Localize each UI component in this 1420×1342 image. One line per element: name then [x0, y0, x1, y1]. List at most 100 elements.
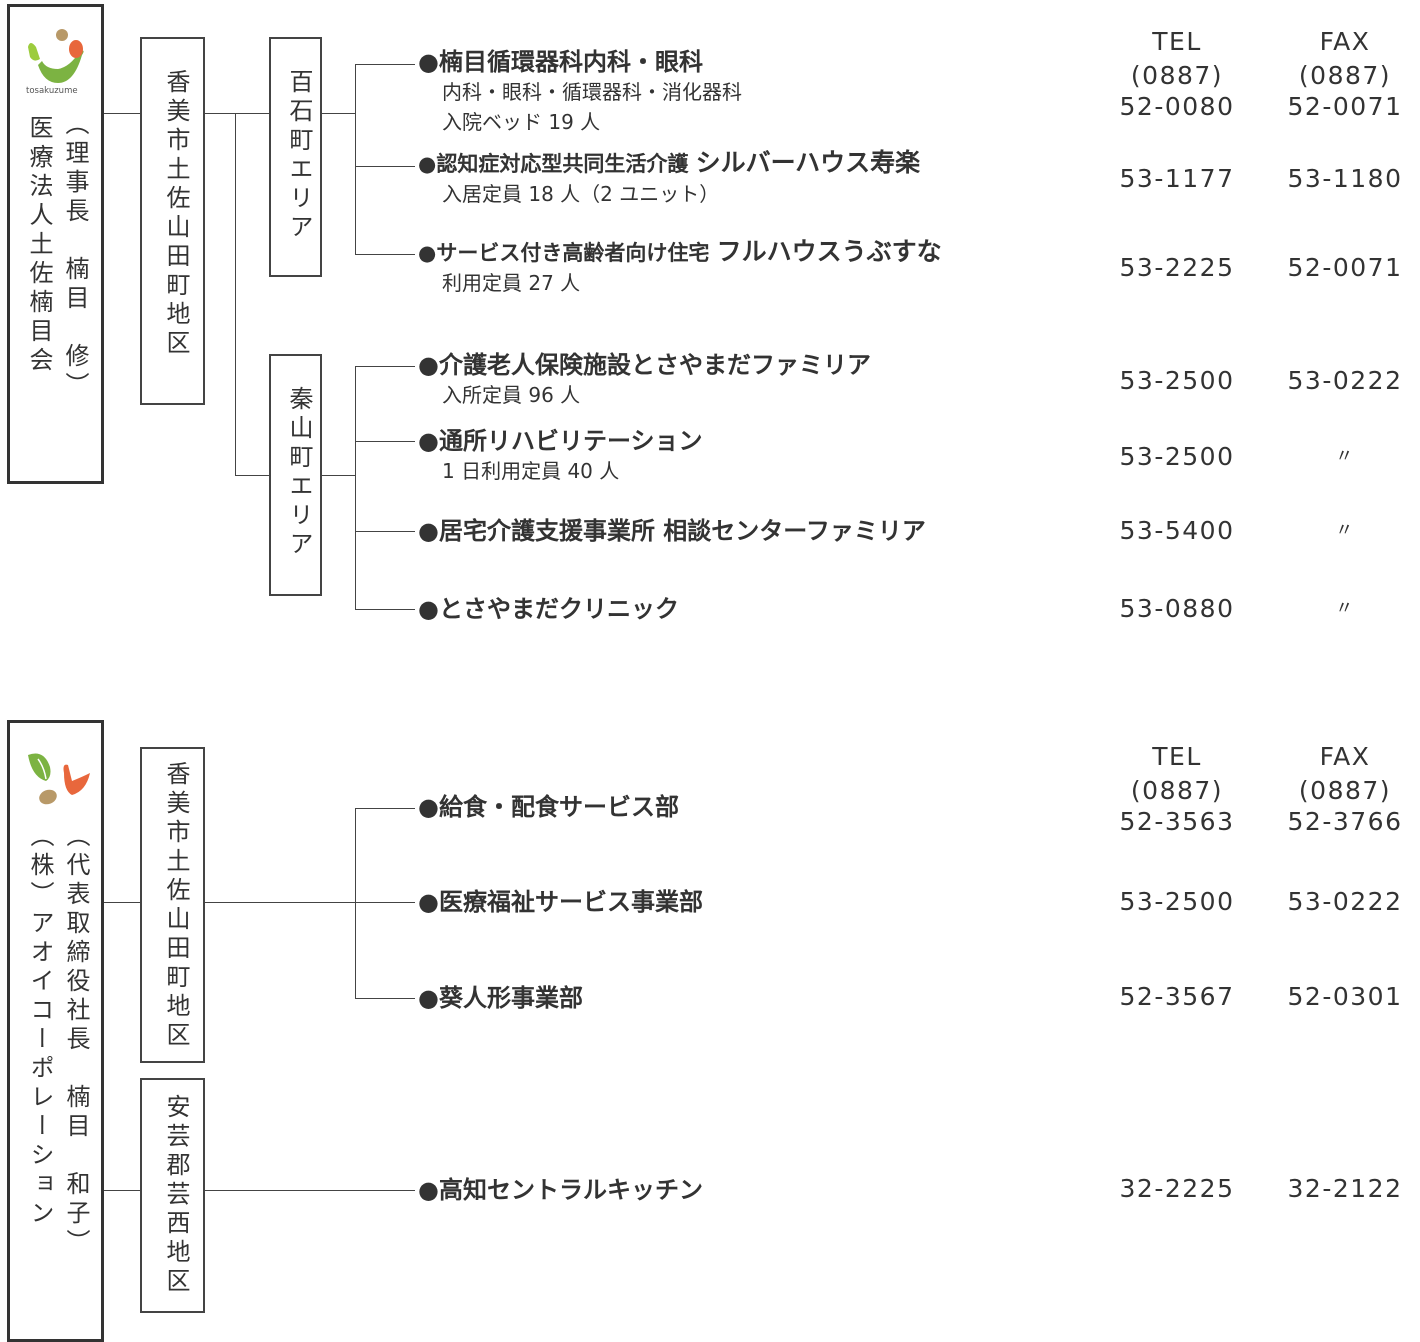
area-hyakkoku-label: 百石町エリア — [285, 69, 313, 243]
facility-detail: 内科・眼科・循環器科・消化器科 — [442, 80, 742, 104]
facility-clinic: ●とさやまだクリニック — [418, 594, 679, 624]
connector — [235, 475, 269, 476]
org2-name: （株）アオイコーポレーション — [26, 823, 54, 1229]
tel-number: 53-2500 — [1119, 366, 1235, 395]
connector — [104, 113, 140, 114]
connector — [355, 441, 415, 442]
svg-text:tosakuzume: tosakuzume — [26, 86, 78, 95]
tosakuzume-logo: tosakuzume — [26, 29, 84, 95]
area-hyakkoku-box: 百石町エリア — [269, 37, 322, 277]
tel-number: 53-2500 — [1119, 887, 1235, 916]
org1-head: （理事長 楠目 修） — [61, 111, 89, 401]
org2-head: （代表取締役社長 楠目 和子） — [62, 823, 90, 1258]
org1-tel-area: (0887) — [1130, 61, 1224, 90]
connector — [205, 1190, 415, 1191]
tel-number: 53-5400 — [1119, 516, 1235, 545]
org2-tel-area: (0887) — [1130, 776, 1224, 805]
facility-doll: ●葵人形事業部 — [418, 983, 583, 1013]
tel-number: 52-3567 — [1119, 982, 1235, 1011]
facility-silver-house: ●認知症対応型共同生活介護 シルバーハウス寿楽 入居定員 18 人（2 ユニット… — [418, 148, 920, 209]
connector — [104, 902, 140, 903]
org2-box: （株）アオイコーポレーション （代表取締役社長 楠目 和子） — [7, 720, 104, 1342]
facility-kusume-clinic: ●楠目循環器科内科・眼科 内科・眼科・循環器科・消化器科 入院ベッド 19 人 — [418, 47, 742, 137]
org1-tel-header: TEL — [1152, 27, 1202, 56]
org1-district-box: 香美市土佐山田町地区 — [140, 37, 205, 405]
org2-district-box-yamada: 香美市土佐山田町地区 — [140, 747, 205, 1063]
tel-number: 52-3563 — [1119, 807, 1235, 836]
org1-box: tosakuzume 医療法人土佐楠目会 （理事長 楠目 修） — [7, 4, 104, 484]
facility-detail: 入所定員 96 人 — [442, 383, 581, 407]
org2-tel-header: TEL — [1152, 742, 1202, 771]
facility-name: ●高知セントラルキッチン — [418, 1176, 703, 1204]
org1-fax-header: FAX — [1319, 27, 1371, 56]
facility-name: ●サービス付き高齢者向け住宅 フルハウスうぶすな — [418, 237, 942, 266]
tel-number: 53-2500 — [1119, 442, 1235, 471]
connector — [355, 998, 415, 999]
fax-number: 53-1180 — [1287, 164, 1403, 193]
facility-name: ●介護老人保険施設とさやまだファミリア — [418, 351, 871, 379]
fax-number: 53-0222 — [1287, 366, 1403, 395]
fax-number: 52-0071 — [1287, 92, 1403, 121]
org2-district-label: 安芸郡芸西地区 — [162, 1094, 190, 1297]
connector — [355, 609, 415, 610]
tel-number: 32-2225 — [1119, 1174, 1235, 1203]
tel-number: 53-2225 — [1119, 253, 1235, 282]
fax-number: 〃 — [1335, 446, 1355, 467]
connector — [355, 64, 415, 65]
org2-district-label: 香美市土佐山田町地区 — [162, 761, 190, 1051]
facility-detail: 入居定員 18 人（2 ユニット） — [442, 182, 720, 206]
facility-name: ●居宅介護支援事業所 相談センターファミリア — [418, 517, 926, 545]
org1-name: 医療法人土佐楠目会 — [25, 115, 53, 376]
facility-name: ●認知症対応型共同生活介護 シルバーハウス寿楽 — [418, 148, 921, 177]
tel-number: 53-0880 — [1119, 594, 1235, 623]
facility-medical-service: ●医療福祉サービス事業部 — [418, 887, 703, 917]
connector — [322, 475, 355, 476]
tel-number: 53-1177 — [1119, 164, 1235, 193]
fax-number: 53-0222 — [1287, 887, 1403, 916]
connector — [322, 113, 355, 114]
connector — [355, 808, 356, 998]
facility-name: ●通所リハビリテーション — [418, 427, 703, 455]
fax-number: 〃 — [1335, 598, 1355, 619]
org1-fax-area: (0887) — [1298, 61, 1392, 90]
fax-number: 52-3766 — [1287, 807, 1403, 836]
fax-number: 52-0301 — [1287, 982, 1403, 1011]
org1-district-label: 香美市土佐山田町地区 — [162, 69, 190, 359]
facility-name: ●医療福祉サービス事業部 — [418, 888, 703, 916]
tel-number: 52-0080 — [1119, 92, 1235, 121]
org2-fax-area: (0887) — [1298, 776, 1392, 805]
org2-fax-header: FAX — [1319, 742, 1371, 771]
connector — [104, 1190, 140, 1191]
connector — [355, 531, 415, 532]
connector — [355, 366, 415, 367]
area-hatayama-label: 秦山町エリア — [285, 386, 313, 560]
connector — [355, 808, 415, 809]
fax-number: 32-2122 — [1287, 1174, 1403, 1203]
connector — [355, 254, 415, 255]
org2-district-box-geisei: 安芸郡芸西地区 — [140, 1078, 205, 1313]
connector — [205, 902, 355, 903]
facility-care-support: ●居宅介護支援事業所 相談センターファミリア — [418, 516, 926, 546]
area-hatayama-box: 秦山町エリア — [269, 354, 322, 596]
facility-full-house: ●サービス付き高齢者向け住宅 フルハウスうぶすな 利用定員 27 人 — [418, 237, 942, 298]
connector — [205, 113, 269, 114]
connector — [355, 366, 356, 609]
facility-rehab: ●通所リハビリテーション 1 日利用定員 40 人 — [418, 426, 702, 486]
connector — [235, 113, 236, 475]
connector — [355, 902, 415, 903]
facility-central-kitchen: ●高知セントラルキッチン — [418, 1175, 703, 1205]
fax-number: 〃 — [1335, 520, 1355, 541]
connector — [355, 64, 356, 254]
facility-catering: ●給食・配食サービス部 — [418, 792, 679, 822]
facility-name: ●葵人形事業部 — [418, 984, 583, 1012]
facility-name: ●楠目循環器科内科・眼科 — [418, 48, 703, 76]
connector — [355, 166, 415, 167]
fax-number: 52-0071 — [1287, 253, 1403, 282]
facility-detail: 1 日利用定員 40 人 — [442, 459, 620, 483]
facility-name: ●給食・配食サービス部 — [418, 793, 679, 821]
facility-detail: 利用定員 27 人 — [442, 271, 581, 295]
aoi-logo — [28, 753, 90, 805]
facility-detail: 入院ベッド 19 人 — [442, 110, 601, 134]
facility-familia: ●介護老人保険施設とさやまだファミリア 入所定員 96 人 — [418, 350, 871, 410]
facility-name: ●とさやまだクリニック — [418, 595, 679, 623]
